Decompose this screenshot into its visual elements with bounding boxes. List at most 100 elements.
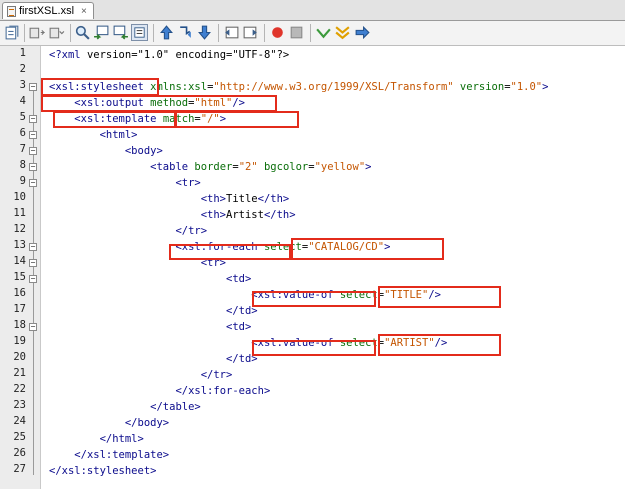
code-token: <table [150,161,195,173]
toggle-highlight-icon[interactable] [131,24,148,41]
code-token: = [232,161,239,173]
line-number: 2 [19,63,26,75]
code-token: <th> [200,209,227,221]
code-token: "/" [200,113,220,125]
code-token: <body> [124,145,163,157]
line-number: 25 [13,431,26,443]
fold-toggle-icon[interactable]: − [29,146,37,155]
line-number: 18 [13,319,26,331]
line-number: 26 [13,447,26,459]
code-line: <xsl:output method="html"/> [49,95,245,111]
fold-toggle-icon[interactable]: − [29,162,37,171]
code-token: "TITLE" [384,289,429,301]
shift-right-icon[interactable] [242,24,259,41]
line-number: 17 [13,303,26,315]
fold-toggle-icon[interactable]: − [29,242,37,251]
toolbar-separator [153,24,154,42]
fold-toggle-icon[interactable]: − [29,178,37,187]
code-line: <th>Artist</th> [49,207,296,223]
line-number: 15 [13,271,26,283]
code-token: </th> [263,209,296,221]
code-line: <tr> [49,175,200,191]
fold-toggle-icon[interactable]: − [29,130,37,139]
code-token: <html> [99,129,138,141]
fold-toggle-icon[interactable]: − [29,258,37,267]
code-token: version [453,81,505,93]
code-line: </xsl:for-each> [49,383,270,399]
code-token: /> [232,97,246,109]
code-line: <html> [49,127,138,143]
code-token: </html> [99,433,144,445]
code-token: /> [434,337,448,349]
code-token: bgcolor [257,161,309,173]
code-token [49,401,150,413]
record-macro-icon[interactable] [269,24,286,41]
line-number: 20 [13,351,26,363]
line-number: 12 [13,223,26,235]
next-bookmark-icon[interactable] [177,24,194,41]
line-number: 4 [19,95,26,107]
check-xml-icon[interactable] [315,24,332,41]
code-line: </td> [49,303,258,319]
find-next-icon[interactable] [112,24,129,41]
code-line: </tr> [49,367,233,383]
find-icon[interactable] [74,24,91,41]
tab-firstxsl[interactable]: firstXSL.xsl × [2,2,94,19]
close-tab-icon[interactable]: × [81,6,87,17]
code-token [49,337,251,349]
code-line: <tr> [49,255,226,271]
toolbar-separator [24,24,25,42]
forward-icon[interactable] [48,24,65,41]
code-token: > [365,161,372,173]
code-token: </td> [226,305,258,317]
line-number: 21 [13,367,26,379]
code-token: <tr> [200,257,227,269]
code-token: match [162,113,195,125]
code-token: </body> [124,417,170,429]
highlight-match-attribute [175,111,299,128]
fold-toggle-icon[interactable]: − [29,114,37,123]
code-line: <xsl:stylesheet xmlns:xsl="http://www.w3… [49,79,548,95]
code-token: method [150,97,189,109]
code-token: = [207,81,214,93]
line-number: 14 [13,255,26,267]
validate-xml-icon[interactable] [334,24,351,41]
fold-toggle-icon[interactable]: − [29,82,37,91]
code-line: </td> [49,351,258,367]
code-token [49,321,226,333]
fold-toggle-icon[interactable]: − [29,274,37,283]
code-line: </tr> [49,223,207,239]
code-line: </xsl:stylesheet> [49,463,156,479]
toolbar-separator [264,24,265,42]
fold-guide-line [33,283,34,315]
code-area[interactable]: <?xml version="1.0" encoding="UTF-8"?><x… [49,46,625,489]
line-number: 27 [13,463,26,475]
fold-toggle-icon[interactable]: − [29,322,37,331]
source-history-icon[interactable] [4,24,21,41]
highlight-xsl-template [53,111,176,128]
code-token [49,369,201,381]
stop-macro-icon[interactable] [288,24,305,41]
tab-bar: firstXSL.xsl × [0,0,625,21]
highlight-value-of-artist [252,340,376,356]
code-token: <xsl:output [74,97,151,109]
line-number: 6 [19,127,26,139]
highlight-xsl-stylesheet [41,78,159,96]
shift-left-icon[interactable] [223,24,240,41]
toggle-bookmark-icon[interactable] [196,24,213,41]
line-number: 23 [13,399,26,411]
line-number: 9 [19,175,26,187]
previous-bookmark-icon[interactable] [158,24,175,41]
code-token: </th> [257,193,290,205]
code-token: <td> [226,273,252,285]
line-number: 1 [19,47,26,59]
code-line: <table border="2" bgcolor="yellow"> [49,159,371,175]
toolbar-separator [70,24,71,42]
xsl-transform-icon[interactable] [354,24,371,41]
line-number: 8 [19,159,26,171]
back-icon[interactable] [28,24,45,41]
code-line: </html> [49,431,144,447]
find-previous-icon[interactable] [93,24,110,41]
